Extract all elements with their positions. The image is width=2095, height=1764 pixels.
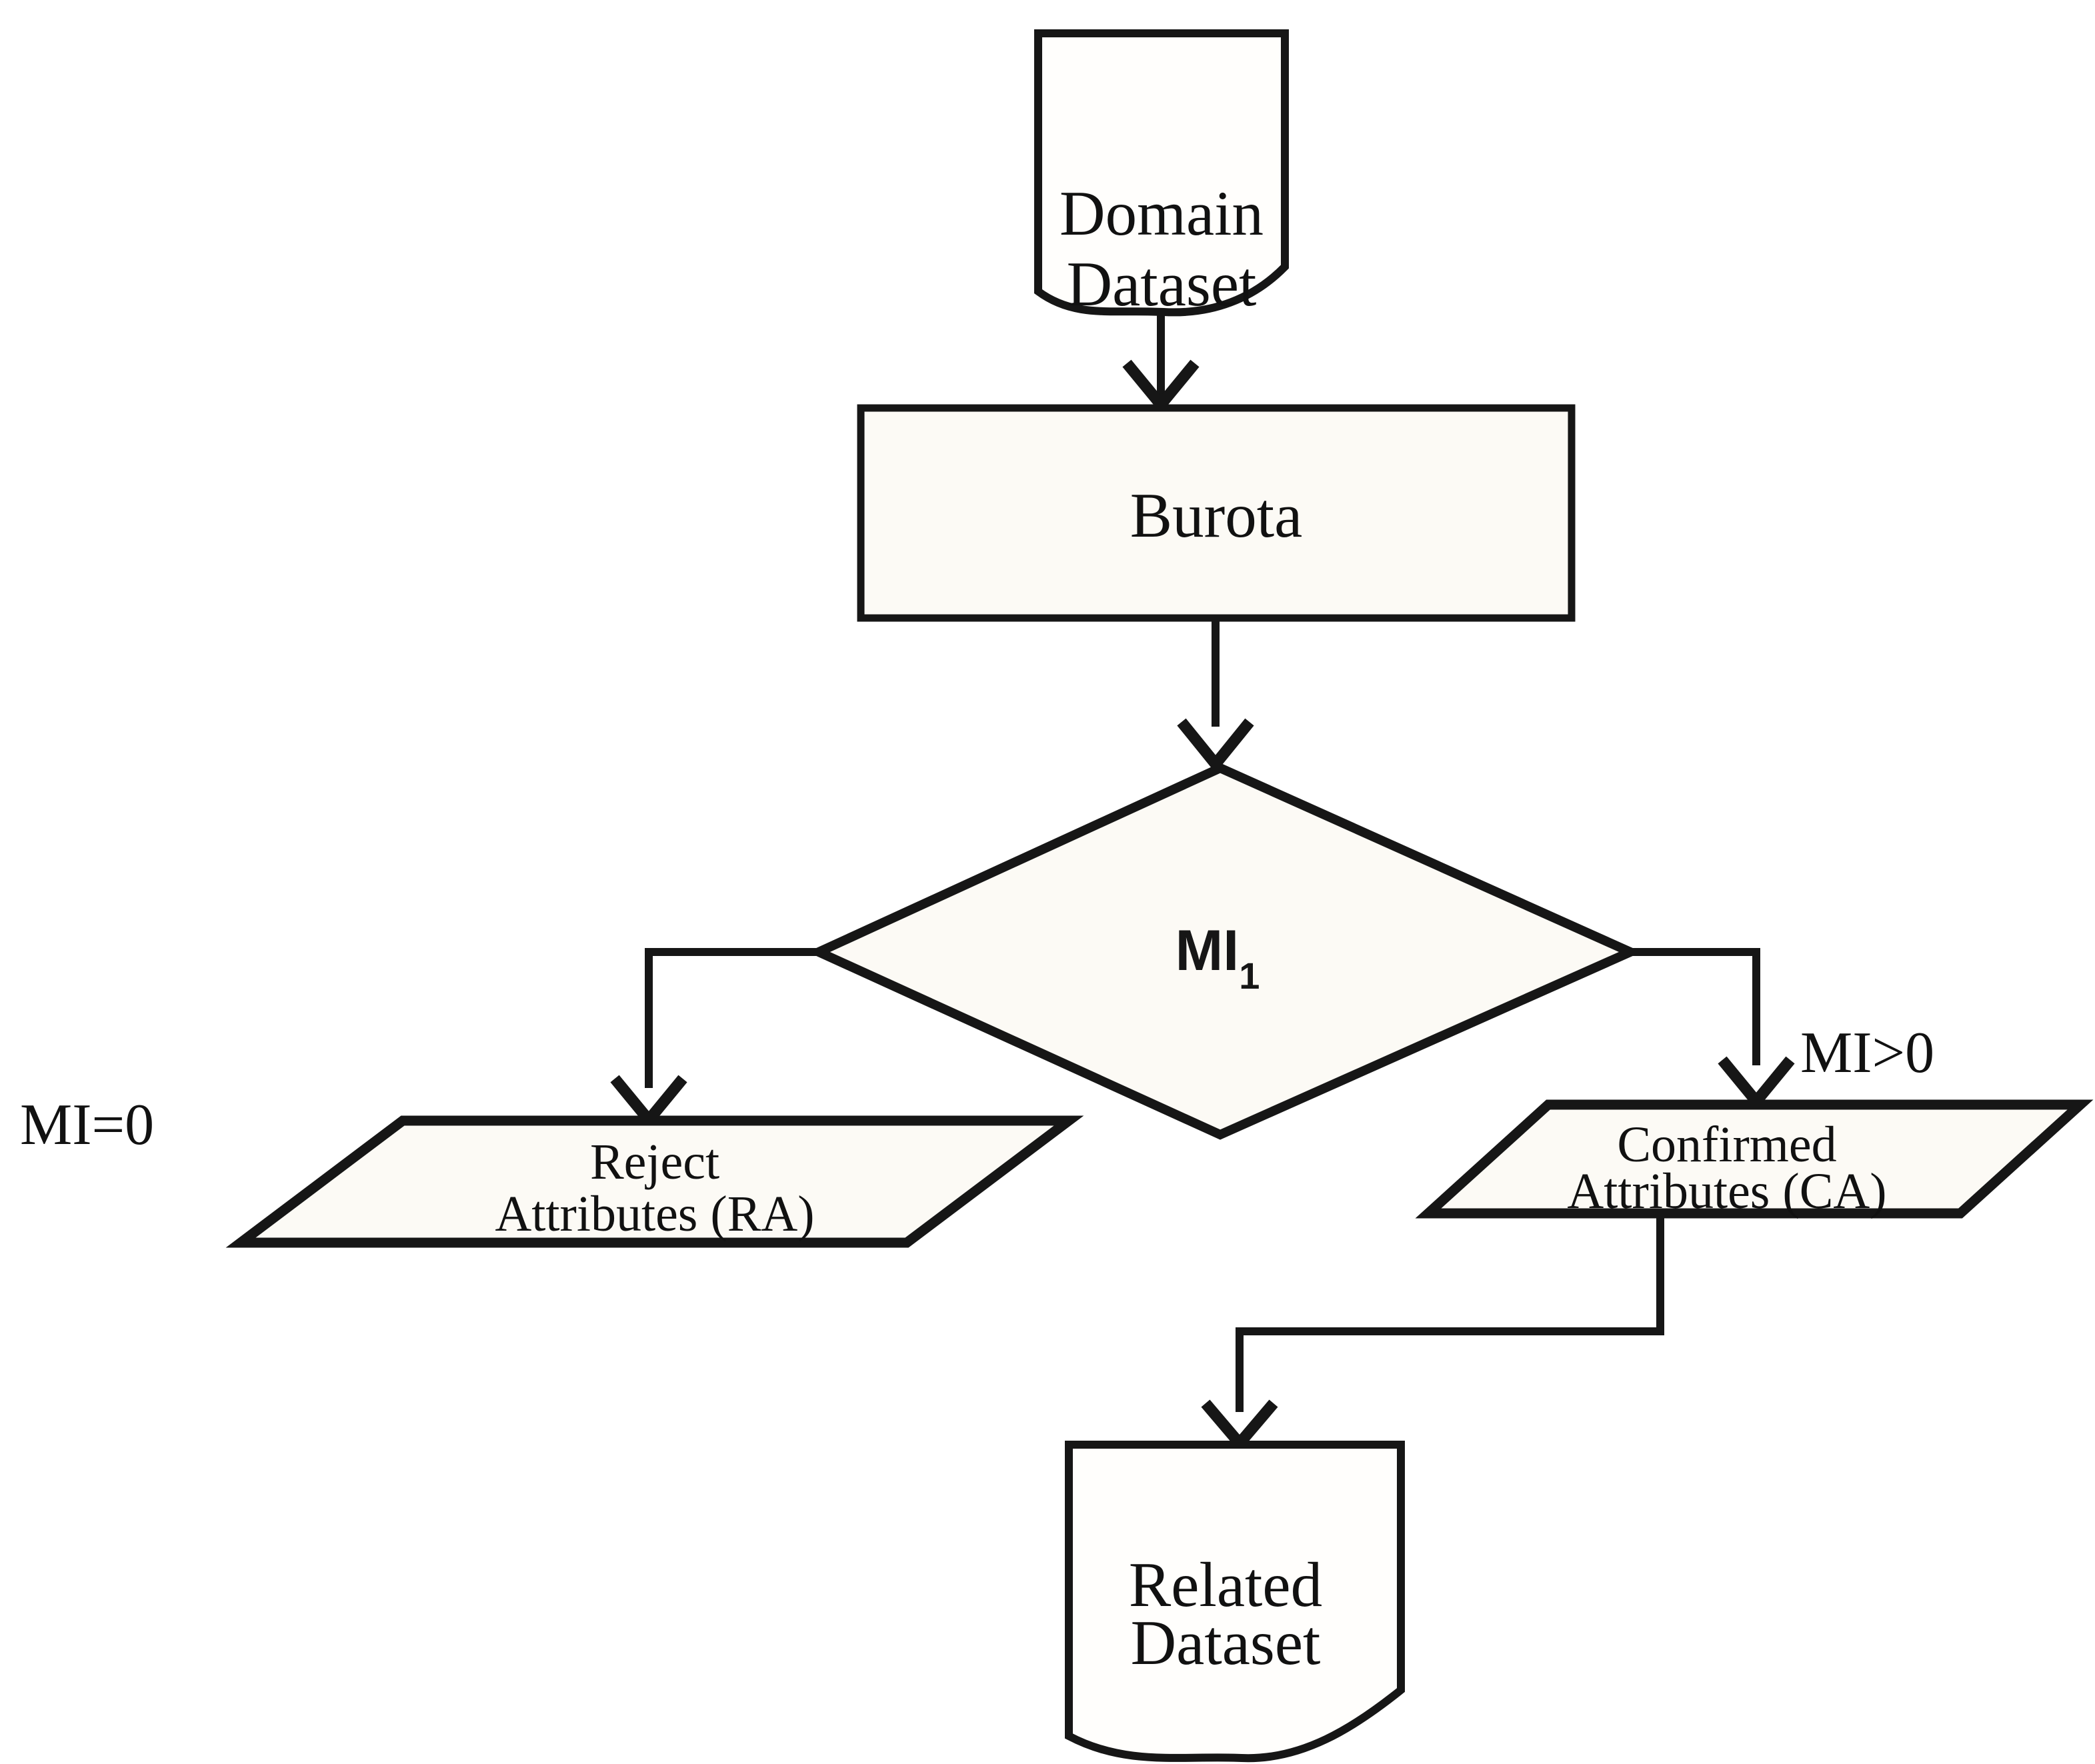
edge-label-mi-equals-0: MI=0 xyxy=(20,1093,154,1157)
node-related-dataset: Related Dataset xyxy=(1065,1441,1405,1763)
edge-burota-to-decision xyxy=(1177,618,1254,773)
data-shape xyxy=(225,1115,1084,1248)
node-label-line: Confirmed xyxy=(1617,1117,1836,1173)
node-label-line: Dataset xyxy=(1067,249,1257,319)
arrowhead-down-icon xyxy=(1177,718,1254,773)
edge-confirmed-to-related xyxy=(1201,1213,1664,1453)
node-mi-decision: MI1 xyxy=(807,763,1642,1140)
node-label-line: Reject xyxy=(590,1134,719,1190)
node-domain-dataset: Domain Dataset xyxy=(1034,29,1289,319)
process-shape xyxy=(857,404,1576,622)
document-shape xyxy=(1065,1441,1405,1763)
edge-decision-to-reject xyxy=(610,948,819,1129)
node-label-line: Attributes (RA) xyxy=(495,1186,814,1242)
decision-shape xyxy=(807,763,1642,1140)
data-shape xyxy=(1415,1099,2094,1219)
node-label-line: Related xyxy=(1129,1549,1322,1620)
document-shape xyxy=(1034,29,1289,317)
node-confirmed-attributes: Confirmed Attributes (CA) xyxy=(1415,1099,2094,1219)
node-label-line: Attributes (CA) xyxy=(1567,1163,1886,1219)
arrowhead-down-icon xyxy=(1718,1056,1795,1111)
edge-line xyxy=(1236,1213,1664,1412)
edge-line xyxy=(1630,948,1760,1065)
node-label-line: Dataset xyxy=(1131,1607,1321,1678)
decision-label-subscript: 1 xyxy=(1239,955,1260,997)
node-burota: Burota xyxy=(857,404,1576,622)
node-label-line: Domain xyxy=(1060,178,1264,249)
node-label: MI1 xyxy=(1176,919,1260,997)
edge-line xyxy=(645,948,819,1088)
edge-label-mi-greater-0: MI>0 xyxy=(1800,1021,1934,1085)
node-label: Burota xyxy=(1130,480,1303,551)
edge-domain-to-burota xyxy=(1122,308,1200,414)
decision-label-main: MI xyxy=(1176,919,1240,983)
node-reject-attributes: Reject Attributes (RA) xyxy=(225,1115,1084,1248)
edge-decision-to-confirmed xyxy=(1630,948,1795,1111)
